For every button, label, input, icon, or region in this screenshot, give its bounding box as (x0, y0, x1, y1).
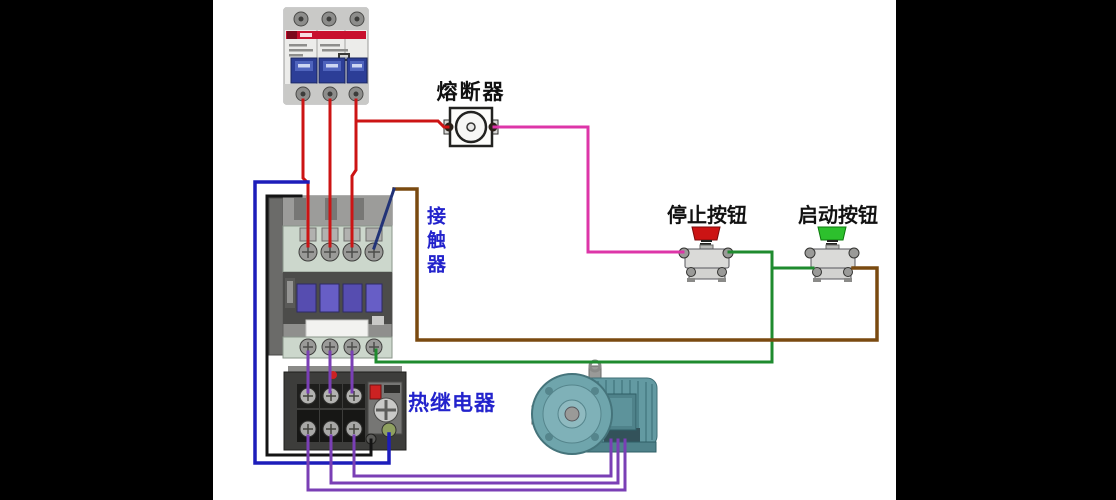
wire-fuse-feed (354, 119, 450, 129)
breaker-spec-text (289, 44, 350, 61)
relay-reset-button (369, 384, 382, 400)
wire-motor-u (306, 434, 627, 492)
letterbox-left (0, 0, 213, 500)
wire-latch-green (374, 250, 815, 364)
circuit-breaker (283, 7, 369, 105)
contactor (266, 195, 393, 359)
motor (531, 359, 658, 455)
wire-phase-l3 (350, 98, 358, 248)
fuse (443, 106, 499, 148)
thermal-relay (283, 366, 407, 451)
wire-blue-loop (253, 180, 391, 465)
stop-button (678, 226, 734, 282)
fuse-label: 熔断器 (436, 81, 506, 104)
start-button-label: 启动按钮 (798, 205, 878, 227)
wire-coil-drop (372, 187, 396, 250)
breaker-top-terminals (293, 11, 365, 27)
contactor-contact-windows (296, 283, 383, 313)
wire-coil-brown (392, 187, 879, 342)
wire-control-pink (492, 125, 685, 254)
relay-top-terminals (297, 384, 365, 408)
wire-motor-v (329, 434, 620, 485)
thermal-relay-label: 热继电器 (408, 392, 496, 415)
start-button-cap (817, 226, 847, 241)
stop-button-label: 停止按钮 (667, 205, 747, 227)
breaker-brand-band (286, 31, 366, 39)
letterbox-right (896, 0, 1116, 500)
contactor-label: 接触器 (424, 206, 445, 278)
wires (253, 98, 879, 492)
wire-black-loop (265, 194, 373, 457)
breaker-toggles (290, 57, 368, 84)
wire-motor-w (352, 434, 613, 478)
stop-button-cap (691, 226, 721, 241)
relay-bottom-terminals (297, 410, 365, 442)
start-button (804, 226, 860, 282)
breaker-bottom-terminals (295, 86, 364, 102)
